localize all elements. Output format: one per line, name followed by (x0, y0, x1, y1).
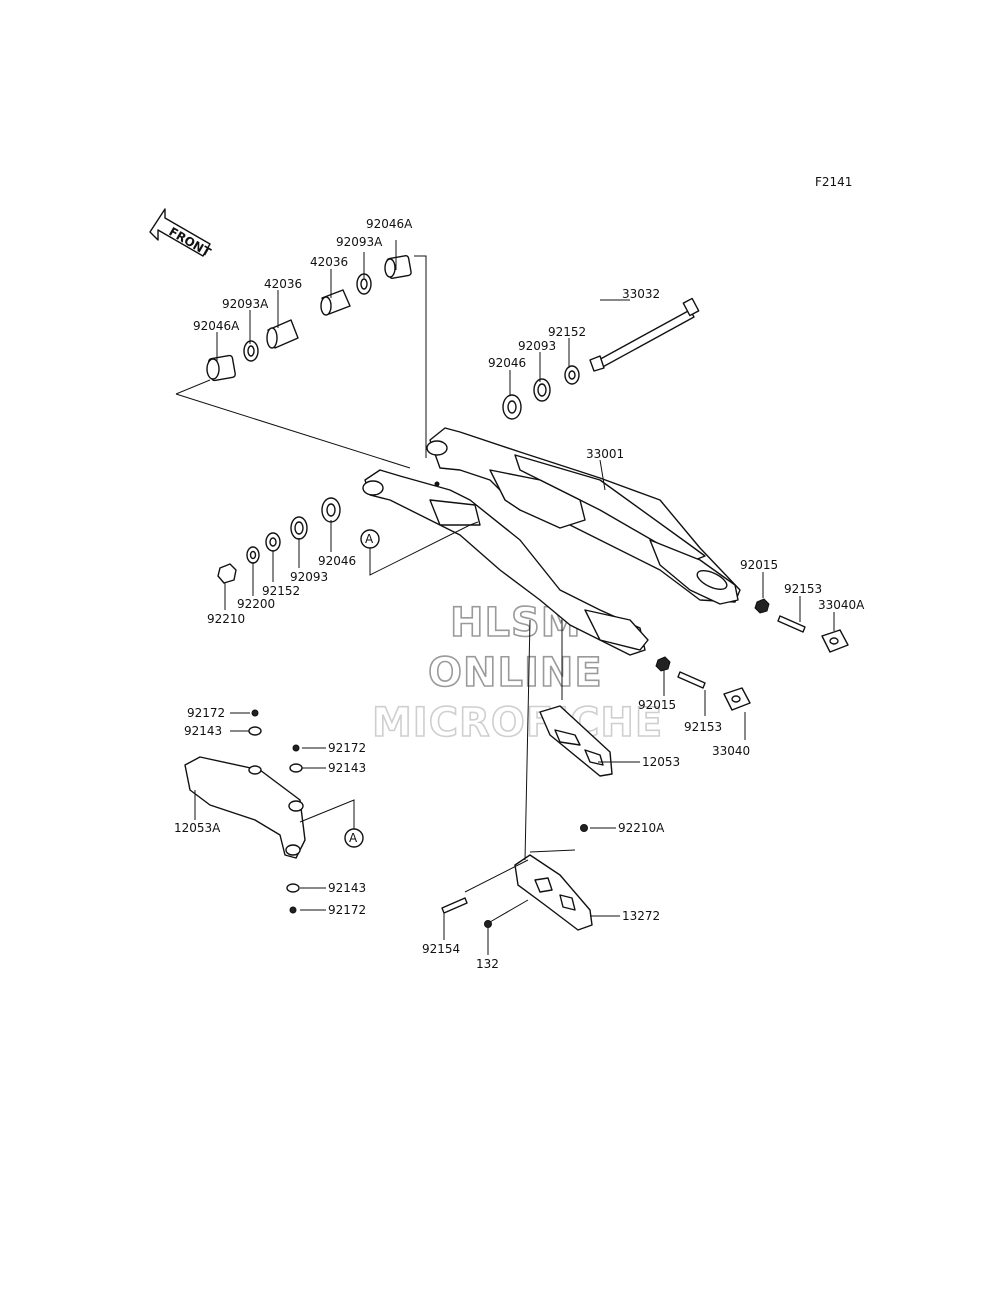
label-92172-b: 92172 (328, 741, 366, 755)
label-92153-right: 92153 (784, 582, 822, 596)
ref-marker-a-bottom: A (344, 828, 364, 848)
leader-lines (175, 240, 835, 955)
ref-marker-a-top: A (360, 529, 380, 549)
label-92200: 92200 (237, 597, 275, 611)
bolt-132-icon (484, 920, 492, 928)
bolt-92210A-icon (580, 824, 588, 832)
seal-92093-top-icon (533, 378, 551, 402)
collar-92046-top-icon (502, 394, 522, 420)
swingarm-33001 (362, 427, 741, 656)
label-33001: 33001 (586, 447, 624, 461)
pivot-shaft-33032 (589, 297, 700, 372)
label-13272: 13272 (622, 909, 660, 923)
collar-92046A-left-icon (206, 354, 236, 382)
chain-adjuster-33040A-icon (821, 629, 849, 653)
washer-92143-b-icon (289, 763, 303, 773)
label-92046A-left: 92046A (193, 319, 240, 333)
washer-92143-c-icon (286, 883, 300, 893)
label-92154: 92154 (422, 942, 460, 956)
seal-92093-left-icon (290, 516, 308, 540)
bolt-92172-c-icon (289, 906, 297, 914)
seal-92093A-left-icon (243, 340, 259, 362)
label-92143-a: 92143 (184, 724, 222, 738)
label-92093-top: 92093 (518, 339, 556, 353)
label-92015-right: 92015 (740, 558, 778, 572)
watermark-line2: ONLINE (428, 650, 603, 696)
washer-92152-top-icon (564, 365, 580, 385)
svg-text:A: A (349, 831, 358, 845)
label-42036-left: 42036 (264, 277, 302, 291)
chain-adjuster-33040-icon (723, 687, 751, 711)
label-92093A-left: 92093A (222, 297, 269, 311)
label-33032: 33032 (622, 287, 660, 301)
label-42036-top: 42036 (310, 255, 348, 269)
bolt-92153-right-icon (777, 615, 806, 633)
label-92093-left: 92093 (290, 570, 328, 584)
label-12053: 12053 (642, 755, 680, 769)
label-92172-c: 92172 (328, 903, 366, 917)
bolt-92172-a-icon (251, 709, 259, 717)
label-92093A-top: 92093A (336, 235, 383, 249)
label-92046-top: 92046 (488, 356, 526, 370)
bolt-92172-b-icon (292, 744, 300, 752)
label-132: 132 (476, 957, 499, 971)
part-labels: 92046A 92093A 42036 42036 92093A 92046A … (174, 217, 865, 971)
label-92210: 92210 (207, 612, 245, 626)
label-92046-left: 92046 (318, 554, 356, 568)
label-92015-mid: 92015 (638, 698, 676, 712)
label-33040A: 33040A (818, 598, 865, 612)
diagram-code: F2141 (815, 175, 852, 189)
label-92172-a: 92172 (187, 706, 225, 720)
nut-92210-icon (217, 563, 237, 584)
label-92210A: 92210A (618, 821, 665, 835)
sleeve-42036-top-icon (320, 289, 351, 316)
washer-92200-icon (246, 546, 260, 564)
bolt-92153-mid-icon (677, 671, 706, 689)
washer-92143-a-icon (248, 726, 262, 736)
label-92153-mid: 92153 (684, 720, 722, 734)
label-92046A-top: 92046A (366, 217, 413, 231)
svg-text:A: A (365, 532, 374, 546)
label-92152-top: 92152 (548, 325, 586, 339)
watermark-line3: MICROFICHE (372, 700, 663, 746)
label-12053A: 12053A (174, 821, 221, 835)
front-arrow-icon: FRONT (149, 208, 214, 260)
sleeve-42036-left-icon (266, 319, 299, 349)
collar-92046A-top-icon (384, 255, 412, 279)
label-92152-left: 92152 (262, 584, 300, 598)
nut-92015-right-icon (754, 598, 770, 614)
bolt-92154-icon (441, 897, 468, 914)
chain-guide-13272-icon (514, 854, 593, 931)
collar-92046-left-icon (321, 497, 341, 523)
label-92143-b: 92143 (328, 761, 366, 775)
washer-92152-left-icon (265, 532, 281, 552)
chain-slipper-12053-icon (539, 705, 613, 777)
chain-guide-12053A-icon (184, 756, 306, 859)
nut-92015-mid-icon (655, 656, 671, 672)
label-33040: 33040 (712, 744, 750, 758)
label-92143-c: 92143 (328, 881, 366, 895)
